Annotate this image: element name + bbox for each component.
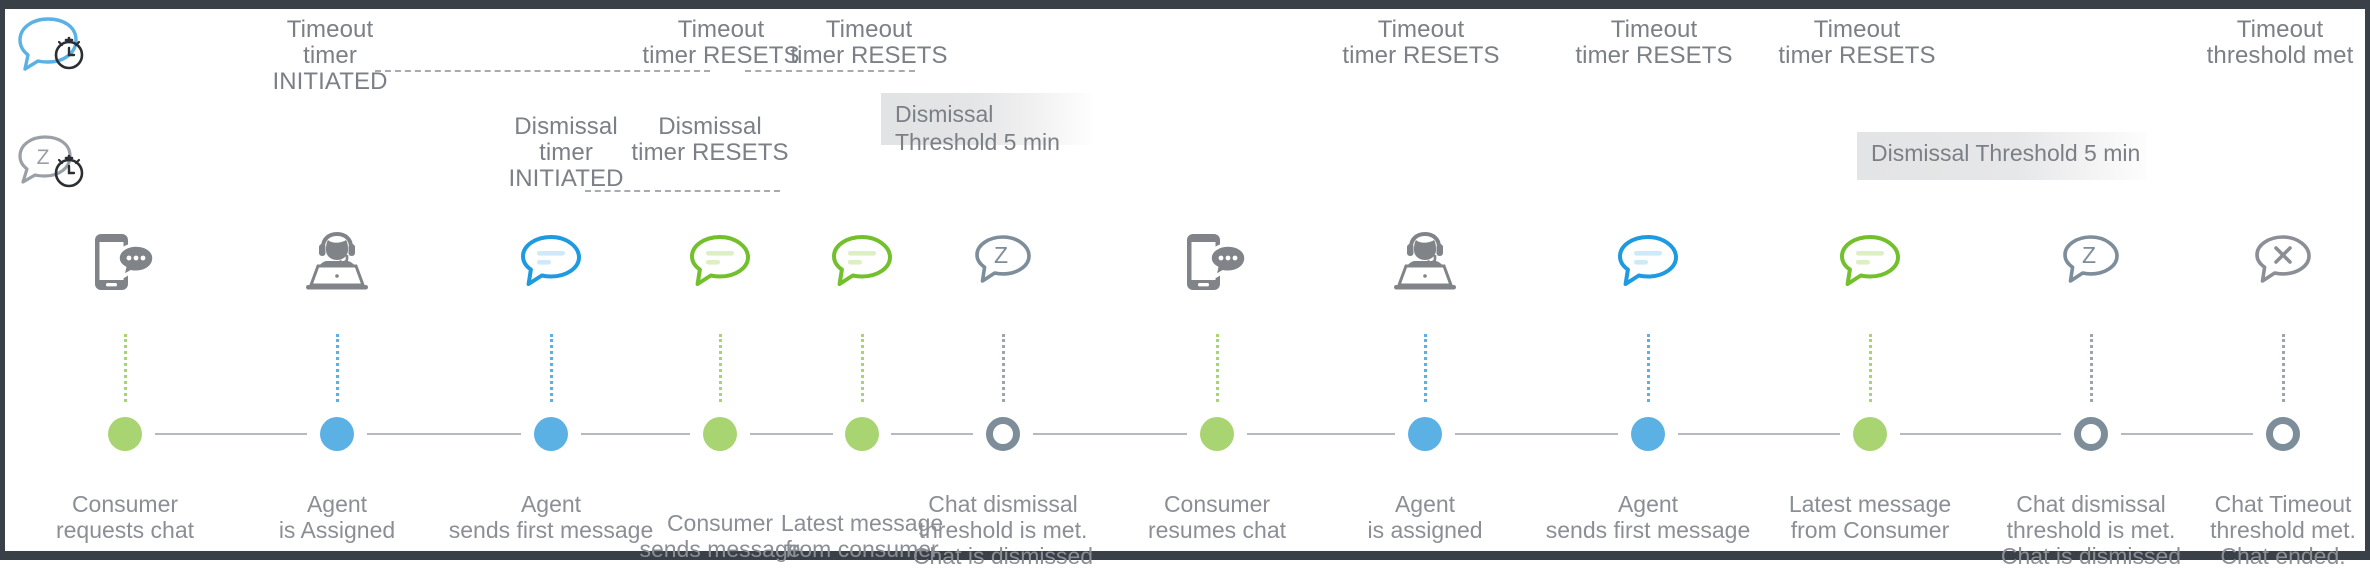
chat-bubble-icon bbox=[518, 233, 584, 293]
timeline-segment bbox=[1455, 433, 1618, 435]
node-caption-n8: Agent is assigned bbox=[1305, 491, 1545, 543]
node-icon-n2[interactable] bbox=[304, 231, 370, 293]
timer-dash-rule bbox=[655, 190, 780, 192]
timeline-segment bbox=[155, 433, 307, 435]
timer-label-t7: Timeout threshold met bbox=[2180, 17, 2370, 69]
node-caption-n12: Chat Timeout threshold met. Chat ended. bbox=[2166, 491, 2370, 569]
timer-label-t1: Timeout timer INITIATED bbox=[245, 17, 415, 95]
node-connector-n9 bbox=[1647, 334, 1650, 402]
node-icon-n4[interactable] bbox=[687, 233, 753, 293]
svg-text:Z: Z bbox=[37, 146, 50, 169]
timeline-segment bbox=[581, 433, 690, 435]
node-icon-n8[interactable] bbox=[1392, 231, 1458, 293]
timer-label-t4: Timeout timer RESETS bbox=[1326, 17, 1516, 69]
mobile-chat-icon bbox=[1184, 231, 1250, 293]
chat-bubble-z-icon: Z bbox=[2060, 233, 2122, 293]
node-dot-n2[interactable] bbox=[320, 417, 354, 451]
node-dot-n5[interactable] bbox=[845, 417, 879, 451]
chat-bubble-z-clock-icon: Z bbox=[15, 133, 93, 195]
timer-label-t5: Timeout timer RESETS bbox=[1559, 17, 1749, 69]
node-connector-n5 bbox=[861, 334, 864, 402]
dismissal-threshold-pill: Dismissal Threshold 5 min bbox=[1857, 132, 2147, 180]
node-connector-n3 bbox=[550, 334, 553, 402]
node-caption-n1: Consumer requests chat bbox=[5, 491, 245, 543]
timer-label-d2: Dismissal timer RESETS bbox=[615, 114, 805, 166]
timeline-segment bbox=[750, 433, 833, 435]
chat-bubble-icon bbox=[687, 233, 753, 293]
agent-laptop-icon bbox=[1392, 231, 1458, 293]
chat-lifecycle-timeline: Z Timeout timer INITIATED Timeout timer R… bbox=[5, 9, 2365, 551]
node-icon-n3[interactable] bbox=[518, 233, 584, 293]
timeline-segment bbox=[891, 433, 973, 435]
node-dot-n6[interactable] bbox=[986, 417, 1020, 451]
node-icon-n12[interactable] bbox=[2252, 233, 2314, 293]
node-dot-n8[interactable] bbox=[1408, 417, 1442, 451]
node-connector-n4 bbox=[719, 334, 722, 402]
node-icon-n9[interactable] bbox=[1615, 233, 1681, 293]
node-connector-n2 bbox=[336, 334, 339, 402]
node-caption-n7: Consumer resumes chat bbox=[1097, 491, 1337, 543]
node-icon-n11[interactable]: Z bbox=[2060, 233, 2122, 293]
agent-laptop-icon bbox=[304, 231, 370, 293]
node-connector-n7 bbox=[1216, 334, 1219, 402]
node-connector-n8 bbox=[1424, 334, 1427, 402]
node-caption-n6: Chat dismissal threshold is met. Chat is… bbox=[886, 491, 1121, 569]
node-connector-n10 bbox=[1869, 334, 1872, 402]
node-icon-n5[interactable] bbox=[829, 233, 895, 293]
chat-bubble-clock-icon bbox=[15, 15, 93, 77]
node-connector-n12 bbox=[2282, 334, 2285, 402]
dismissal-threshold-pill: Dismissal Threshold 5 min bbox=[881, 93, 1096, 145]
node-connector-n1 bbox=[124, 334, 127, 402]
chat-bubble-icon bbox=[1837, 233, 1903, 293]
node-dot-n10[interactable] bbox=[1853, 417, 1887, 451]
node-connector-n11 bbox=[2090, 334, 2093, 402]
timeout-timer-legend bbox=[15, 15, 93, 77]
node-caption-n9: Agent sends first message bbox=[1513, 491, 1783, 543]
chat-bubble-icon bbox=[1615, 233, 1681, 293]
node-dot-n11[interactable] bbox=[2074, 417, 2108, 451]
node-dot-n1[interactable] bbox=[108, 417, 142, 451]
dismissal-timer-legend: Z bbox=[15, 133, 93, 195]
timeline-segment bbox=[1900, 433, 2061, 435]
node-icon-n7[interactable] bbox=[1184, 231, 1250, 293]
node-dot-n9[interactable] bbox=[1631, 417, 1665, 451]
timer-label-t6: Timeout timer RESETS bbox=[1762, 17, 1952, 69]
node-dot-n3[interactable] bbox=[534, 417, 568, 451]
timeline-segment bbox=[1678, 433, 1840, 435]
node-icon-n10[interactable] bbox=[1837, 233, 1903, 293]
timeline-segment bbox=[2121, 433, 2253, 435]
timer-dash-rule bbox=[745, 70, 915, 72]
mobile-chat-icon bbox=[92, 231, 158, 293]
chat-bubble-icon bbox=[829, 233, 895, 293]
node-dot-n7[interactable] bbox=[1200, 417, 1234, 451]
node-icon-n1[interactable] bbox=[92, 231, 158, 293]
timer-dash-rule bbox=[375, 70, 710, 72]
node-dot-n12[interactable] bbox=[2266, 417, 2300, 451]
node-icon-n6[interactable]: Z bbox=[972, 233, 1034, 293]
svg-text:Z: Z bbox=[994, 242, 1008, 268]
svg-text:Z: Z bbox=[2082, 242, 2096, 268]
timeline-segment bbox=[1247, 433, 1395, 435]
timeline-segment bbox=[367, 433, 521, 435]
timer-label-t3: Timeout timer RESETS bbox=[774, 17, 964, 69]
node-dot-n4[interactable] bbox=[703, 417, 737, 451]
chat-bubble-z-icon: Z bbox=[972, 233, 1034, 293]
node-caption-n10: Latest message from Consumer bbox=[1745, 491, 1995, 543]
timeline-segment bbox=[1033, 433, 1187, 435]
chat-bubble-x-icon bbox=[2252, 233, 2314, 293]
node-connector-n6 bbox=[1002, 334, 1005, 402]
